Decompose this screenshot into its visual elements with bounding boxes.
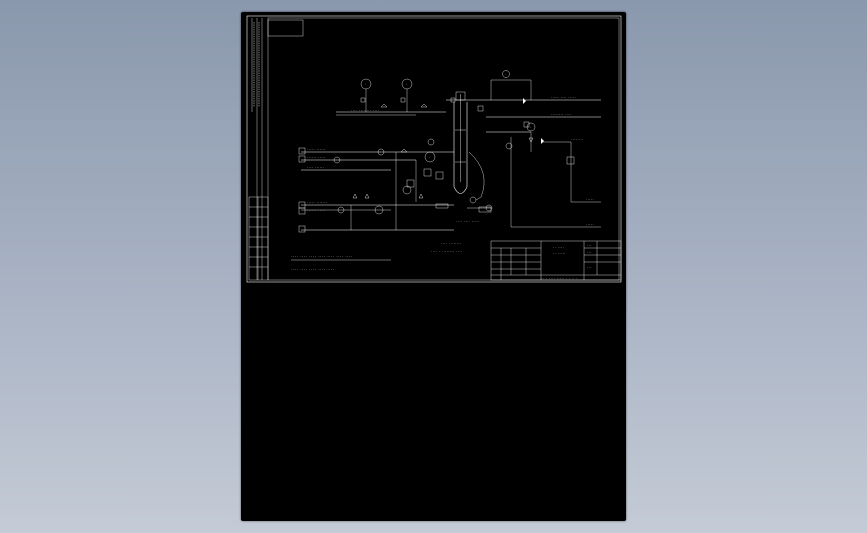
svg-text:······ ·····: ······ ·····	[307, 209, 326, 212]
svg-text:···· ···· ·····: ···· ···· ·····	[456, 220, 479, 223]
right-equipment: ····· ····· ········	[486, 121, 601, 228]
process-flow-diagram: ····· ···· ····· ········ ···· ···· ····…	[246, 15, 622, 283]
drawing-inner-frame	[267, 17, 620, 281]
svg-text:·· · ···· ····· · · · ·: ·· · ···· ····· · · · ·	[541, 277, 577, 280]
left-process-lines: ····· ······ ······ ····· ···· ······ ··…	[298, 147, 454, 233]
drawing-number-box	[267, 19, 304, 37]
notes-line-2: ···· ···· ···· ···· ····	[291, 267, 335, 271]
notes-line-1: ···· ···· ···· ···· ···· ···· ····	[291, 254, 353, 258]
left-stamp-strip	[248, 18, 269, 281]
svg-text:·: ·	[365, 84, 367, 87]
svg-text:···· ······: ···· ······	[307, 166, 324, 169]
svg-text:·· ·····: ·· ·····	[553, 252, 566, 255]
svg-text:····· ···· ·····: ····· ···· ·····	[551, 96, 576, 99]
svg-text:·: ·	[406, 84, 408, 87]
left-equipment: ···· ···· ·····	[333, 148, 493, 223]
svg-text:···: ···	[587, 251, 592, 254]
svg-text:·· ····: ·· ····	[553, 246, 564, 249]
svg-text:········: ········	[571, 138, 584, 141]
svg-text:·: ·	[530, 127, 532, 130]
svg-text:·: ·	[505, 74, 507, 77]
caption: ···· ········	[441, 242, 461, 245]
svg-text:········ ····: ········ ····	[551, 113, 571, 116]
drawing-border	[246, 15, 622, 283]
top-instruments: ····· ···· ····· ········ ···· ···· ····…	[351, 70, 576, 116]
svg-text:····· ·······: ····· ·······	[307, 201, 327, 204]
svg-text:···· · ········ ····: ···· · ········ ····	[431, 250, 462, 253]
svg-text:····· ······: ····· ······	[307, 148, 326, 151]
equipment-tags: · · · · ·	[365, 74, 532, 160]
svg-text:···: ···	[587, 244, 592, 247]
svg-text:······ ·····: ······ ·····	[307, 156, 326, 159]
svg-text:···: ···	[587, 266, 592, 269]
svg-text:·····: ·····	[586, 198, 594, 201]
svg-text:···· ········ ····: ···· ········ ····	[351, 109, 379, 112]
title-block: ·· ···· ·· ····· ··· ··· ··· ·· · ···· ·…	[490, 240, 622, 281]
svg-text:·····: ·····	[586, 223, 594, 226]
reactor-vessel	[427, 91, 485, 204]
drawing-sheet	[241, 12, 626, 521]
svg-text:·: ·	[429, 157, 431, 160]
notes: ···· ········ ···· · ········ ···· ···· …	[291, 242, 462, 271]
